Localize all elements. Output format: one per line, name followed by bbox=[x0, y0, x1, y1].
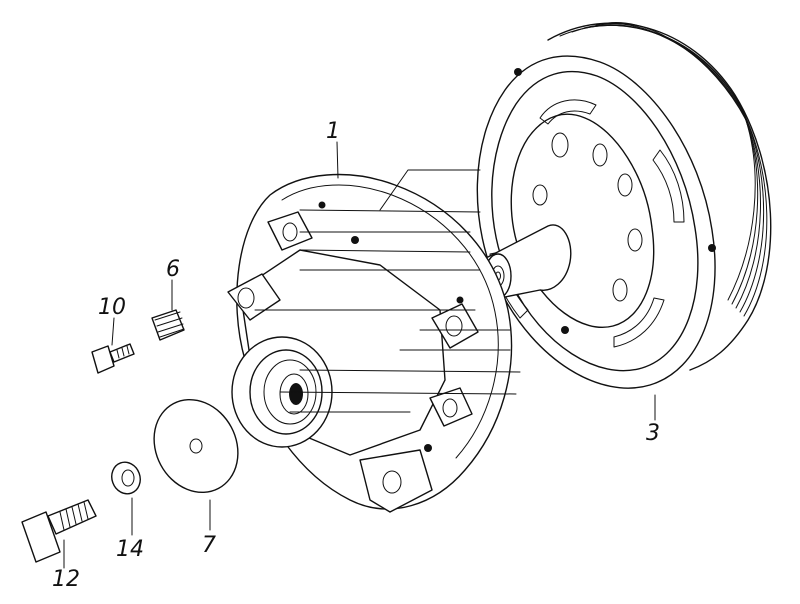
spring-part bbox=[151, 309, 185, 341]
hub-part bbox=[227, 169, 521, 513]
label-small-bolt: 10 bbox=[98, 295, 126, 320]
leader-lines bbox=[63, 141, 656, 569]
label-hub: 1 bbox=[326, 119, 340, 144]
label-spring: 6 bbox=[166, 257, 180, 282]
pulley-part bbox=[476, 22, 772, 389]
label-pulley: 3 bbox=[646, 421, 660, 446]
label-large-bolt: 12 bbox=[52, 567, 80, 592]
large-bolt-part bbox=[21, 499, 97, 563]
label-lock-washer: 14 bbox=[116, 537, 144, 562]
lock-washer-part bbox=[111, 461, 141, 495]
washer-plate-part bbox=[153, 398, 239, 494]
label-washer-plate: 7 bbox=[202, 533, 216, 558]
small-bolt-part bbox=[91, 343, 135, 374]
